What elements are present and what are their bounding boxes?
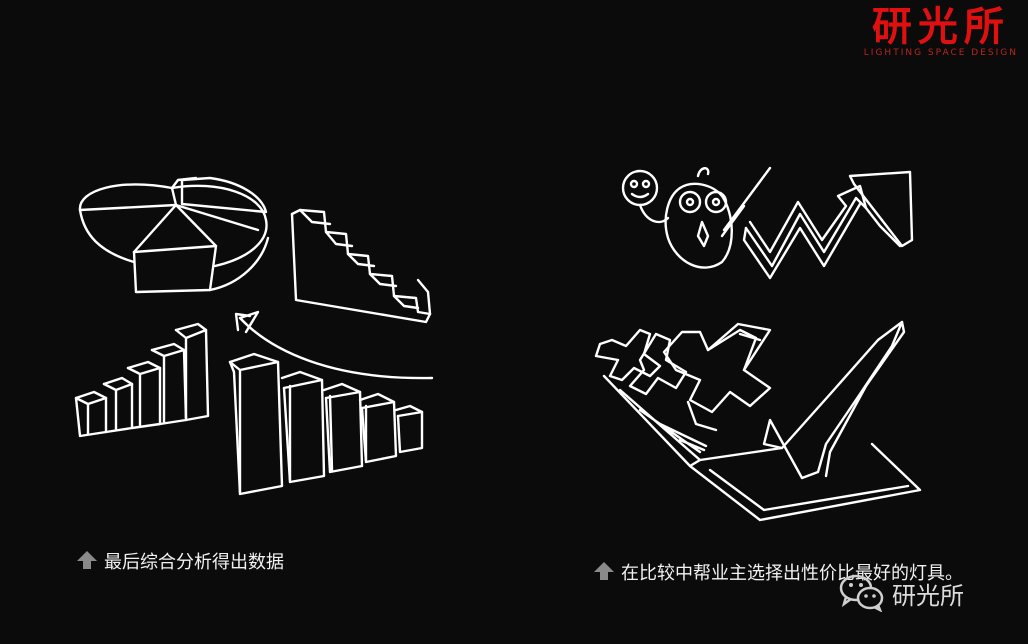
logo: 研光所 LIGHTING SPACE DESIGN [864,4,1018,58]
up-arrow-icon [593,561,615,586]
caption-left: 最后综合分析得出数据 [76,548,284,575]
pie-chart-sketch [78,176,270,294]
stairs-sketch [290,208,432,324]
wechat-icon [839,574,884,613]
caption-left-text: 最后综合分析得出数据 [104,552,284,573]
curved-arrow-sketch [234,310,434,380]
x-and-checkmark-sketch [594,320,922,522]
cartoon-characters-sketch [621,166,772,269]
zigzag-arrow-sketch [742,170,914,280]
caption-right: 在比较中帮业主选择出性价比最好的灯具。 [593,559,963,586]
wechat-account-name: 研光所 [892,582,964,610]
small-bar-chart-sketch [74,322,210,438]
logo-tagline: LIGHTING SPACE DESIGN [863,48,1018,58]
caption-right-text: 在比较中帮业主选择出性价比最好的灯具。 [621,563,963,584]
large-bar-chart-sketch [228,352,424,496]
up-arrow-icon [76,550,98,575]
wechat-watermark: 研光所 [838,572,964,613]
logo-name: 研光所 [871,4,1010,50]
